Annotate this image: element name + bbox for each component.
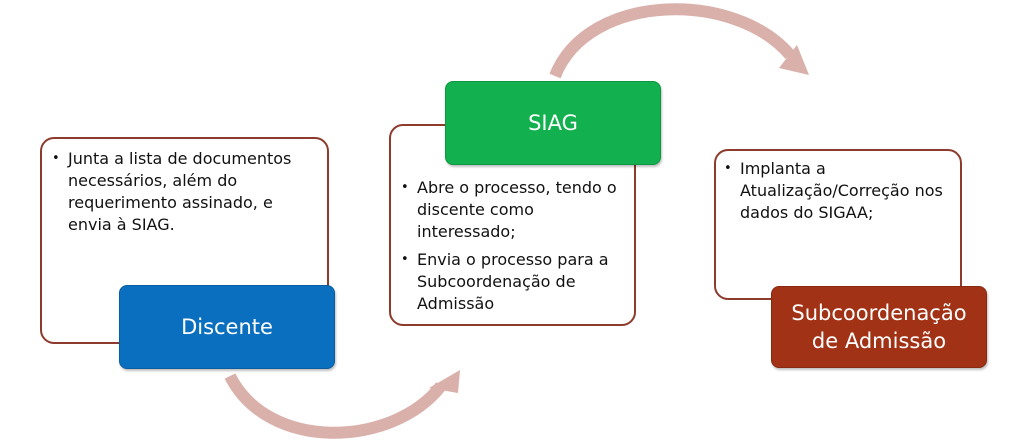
- siag-step-title: SIAG: [528, 111, 578, 135]
- discente-task-list: Junta a lista de documentos necessários,…: [50, 148, 319, 236]
- siag-task-item: Abre o processo, tendo o discente como i…: [399, 177, 626, 243]
- subcoordenacao-details-card: Implanta a Atualização/Correção nos dado…: [714, 149, 962, 300]
- discente-task-item: Junta a lista de documentos necessários,…: [50, 148, 319, 236]
- subcoordenacao-task-list: Implanta a Atualização/Correção nos dado…: [722, 158, 954, 224]
- subcoordenacao-step-title: Subcoordenação de Admissão: [791, 301, 967, 353]
- discente-step-title: Discente: [181, 315, 273, 339]
- connector-arrow-1: [224, 370, 460, 439]
- connector-arrow-2: [549, 3, 809, 79]
- siag-task-list: Abre o processo, tendo o discente como i…: [399, 177, 626, 315]
- siag-details-card: Abre o processo, tendo o discente como i…: [389, 124, 636, 326]
- subcoordenacao-step-box: Subcoordenação de Admissão: [771, 286, 987, 368]
- discente-step-box: Discente: [119, 285, 335, 369]
- siag-task-item: Envia o processo para a Subcoordenação d…: [399, 249, 626, 315]
- subcoordenacao-task-item: Implanta a Atualização/Correção nos dado…: [722, 158, 954, 224]
- siag-step-box: SIAG: [445, 81, 661, 165]
